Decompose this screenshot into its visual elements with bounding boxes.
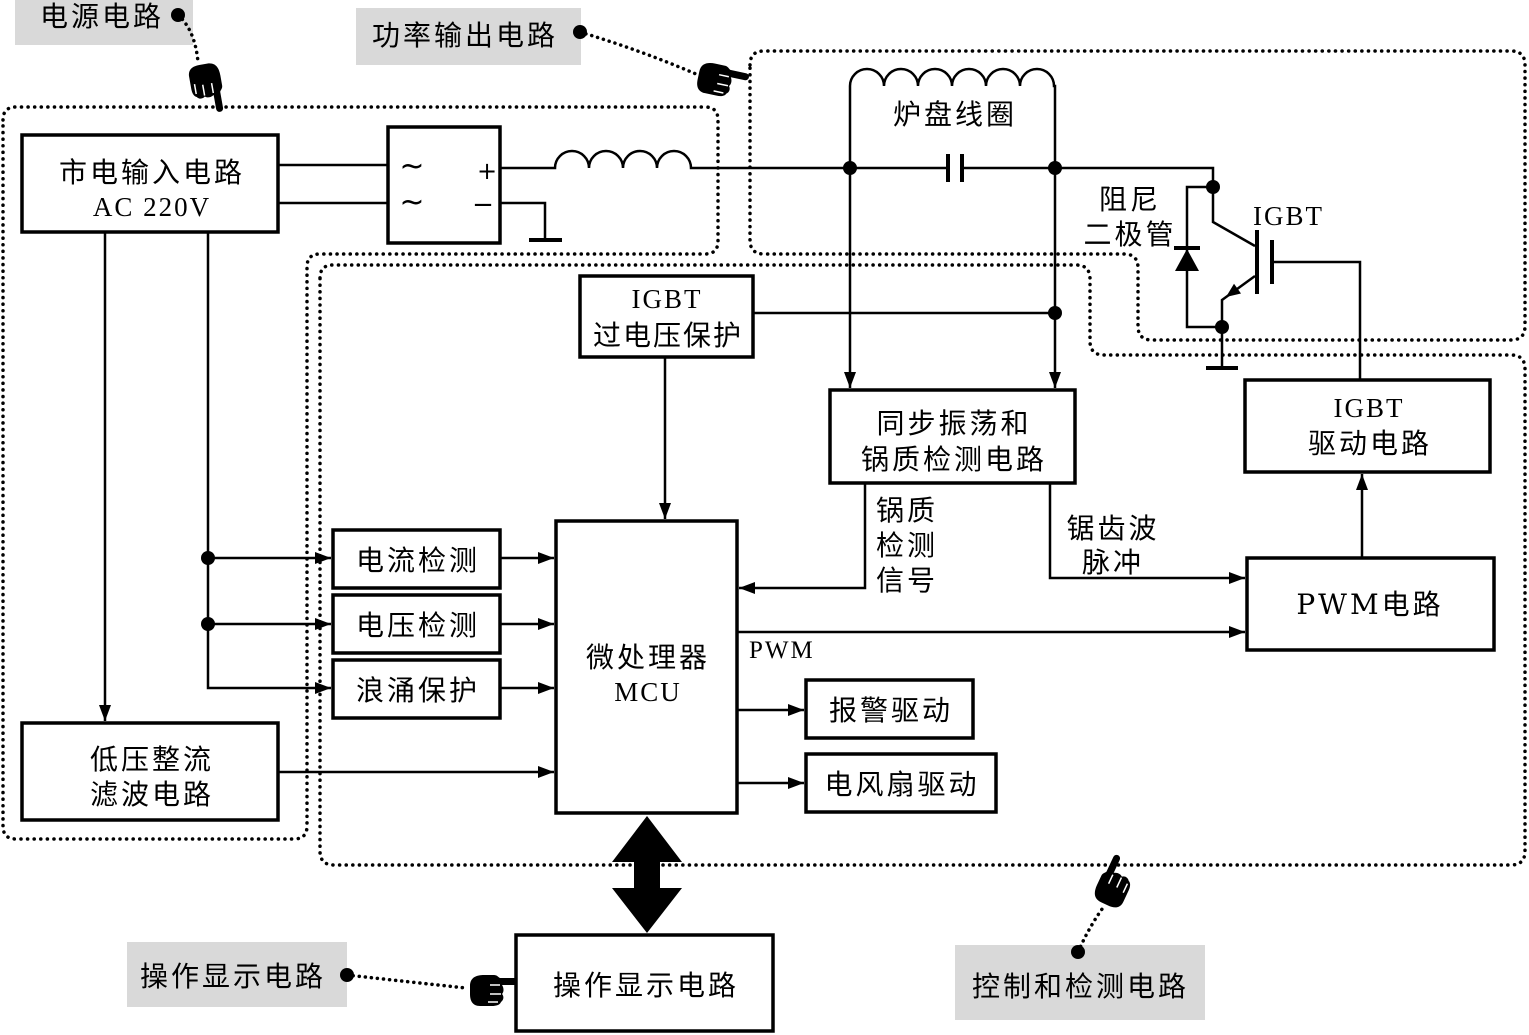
- damper-diode-label-1: 阻尼: [1099, 183, 1161, 216]
- surge-protect-label: 浪涌保护: [356, 674, 480, 707]
- pot-signal-label-2: 检测: [876, 529, 938, 562]
- mains-input-title: 市电输入电路: [59, 156, 245, 189]
- wire-gate-drive: [1272, 260, 1362, 380]
- igbt-emitter: [1220, 274, 1256, 327]
- igbt-overvoltage-line1: IGBT: [632, 284, 703, 314]
- callout-operation-display: 操作显示电路: [127, 942, 521, 1007]
- block-low-voltage-rectifier: 低压整流 滤波电路: [20, 721, 280, 822]
- igbt-overvoltage-line2: 过电压保护: [593, 319, 743, 352]
- igbt-emitter-arrow: [1226, 283, 1241, 297]
- block-sync-oscillation: 同步振荡和 锅质检测电路: [828, 388, 1077, 485]
- wiring: [99, 67, 1368, 933]
- resonant-capacitor: [946, 154, 964, 182]
- mcu-line2: MCU: [614, 677, 682, 707]
- junction-dot: [1215, 320, 1229, 334]
- junction-dot: [1048, 161, 1062, 175]
- igbt-collector: [1211, 187, 1256, 248]
- callout-pointer: [1076, 903, 1107, 954]
- damper-diode-label-2: 二极管: [1083, 218, 1176, 251]
- callout-control-detection: 控制和检测电路: [955, 851, 1205, 1020]
- block-mcu: 微处理器 MCU: [554, 519, 739, 815]
- block-voltage-detect: 电压检测: [331, 593, 502, 655]
- block-igbt-driver: IGBT 驱动电路: [1243, 378, 1492, 474]
- igbt-driver-line2: 驱动电路: [1308, 427, 1432, 460]
- junction-dot: [1206, 180, 1220, 194]
- block-current-detect: 电流检测: [331, 528, 502, 590]
- heating-coil: [848, 67, 1057, 168]
- arrow-to-surge: [206, 232, 331, 694]
- mains-input-voltage: AC 220V: [93, 192, 211, 222]
- low-voltage-line2: 滤波电路: [90, 778, 214, 811]
- block-alarm-driver: 报警驱动: [804, 678, 975, 740]
- rectifier-minus: −: [472, 190, 494, 220]
- junction-dot: [1048, 306, 1062, 320]
- block-rectifier: ~ ~ + −: [386, 125, 502, 245]
- igbt-label: IGBT: [1253, 201, 1324, 231]
- current-detect-label: 电流检测: [356, 544, 480, 577]
- wire-negative: [500, 201, 547, 240]
- rectifier-plus: +: [477, 157, 497, 185]
- wire-bus-to-igbt: [962, 166, 1215, 187]
- pointing-hand-icon: [469, 974, 521, 1007]
- low-voltage-line1: 低压整流: [90, 743, 214, 776]
- mcu-line1: 微处理器: [586, 641, 710, 674]
- rectifier-ac-in-1: ~: [399, 149, 424, 184]
- callout-power-supply-text: 电源电路: [40, 0, 164, 33]
- block-fan-driver: 电风扇驱动: [804, 752, 998, 814]
- junction-dot: [843, 161, 857, 175]
- arrow-sawtooth-to-pwm: [1048, 483, 1245, 584]
- block-surge-protect: 浪涌保护: [331, 658, 502, 720]
- pwm-signal-label: PWM: [749, 637, 815, 664]
- callout-power-output: 功率输出电路: [356, 8, 752, 103]
- sync-oscillation-line1: 同步振荡和: [876, 407, 1031, 440]
- igbt-driver-line1: IGBT: [1334, 393, 1405, 423]
- pointing-hand-icon: [1090, 851, 1141, 912]
- sawtooth-label-1: 锯齿波: [1066, 512, 1159, 545]
- block-igbt-overvoltage: IGBT 过电压保护: [578, 274, 755, 359]
- choke-inductor: [500, 149, 948, 170]
- block-operation-display: 操作显示电路: [514, 933, 775, 1033]
- voltage-detect-label: 电压检测: [356, 609, 480, 642]
- fan-driver-label: 电风扇驱动: [824, 768, 979, 801]
- operation-display-label: 操作显示电路: [553, 969, 739, 1002]
- pointing-hand-icon: [694, 60, 752, 103]
- pwm-circuit-label: PWM电路: [1296, 588, 1443, 621]
- junction-dot: [201, 551, 215, 565]
- callout-operation-display-text: 操作显示电路: [140, 960, 326, 993]
- damper-diode-symbol: [1175, 249, 1199, 271]
- sawtooth-label-2: 脉冲: [1082, 546, 1144, 579]
- heating-coil-label: 炉盘线圈: [893, 98, 1017, 131]
- callout-pointer: [578, 30, 698, 76]
- wire-damper-diode: [1185, 185, 1222, 329]
- callout-power-output-text: 功率输出电路: [372, 19, 558, 52]
- power-supply-region: [1, 105, 720, 841]
- callout-control-detection-text: 控制和检测电路: [972, 970, 1189, 1003]
- alarm-driver-label: 报警驱动: [829, 694, 953, 727]
- callout-pointer: [345, 973, 468, 990]
- junction-dot: [201, 617, 215, 631]
- rectifier-ac-in-2: ~: [399, 185, 424, 220]
- control-detection-region: [318, 263, 1527, 867]
- pot-signal-label-3: 信号: [876, 564, 938, 597]
- pot-signal-label-1: 锅质: [876, 494, 938, 527]
- block-mains-input: 市电输入电路 AC 220V: [20, 133, 280, 234]
- bidirectional-arrow: [612, 816, 682, 933]
- arrow-pot-signal-to-mcu: [739, 483, 867, 594]
- block-pwm-circuit: PWM电路: [1245, 556, 1496, 652]
- sync-oscillation-line2: 锅质检测电路: [861, 443, 1047, 476]
- callout-pointer: [176, 13, 200, 64]
- callout-power-supply: 电源电路: [15, 0, 228, 117]
